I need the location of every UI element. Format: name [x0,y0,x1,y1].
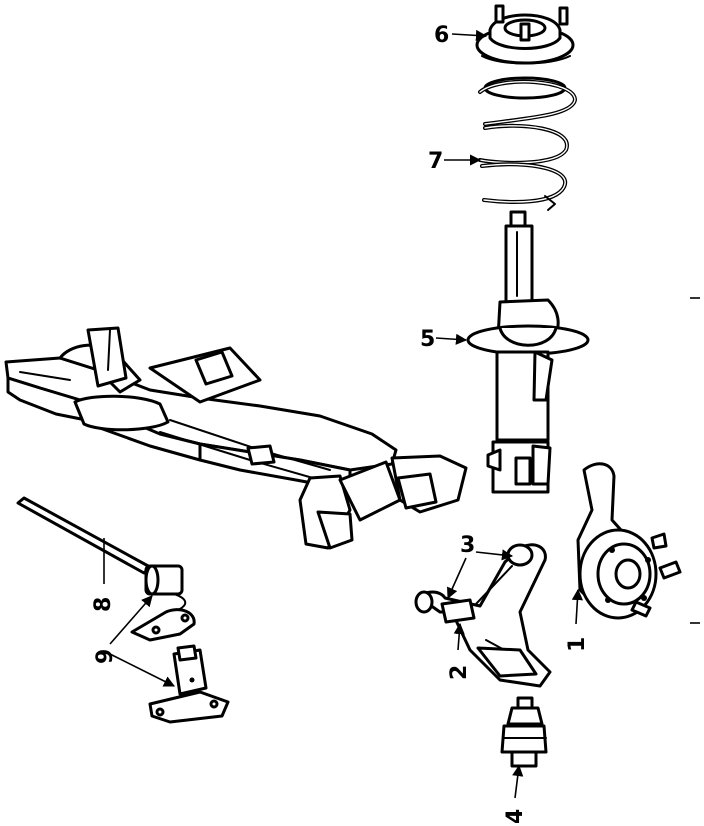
callout-8: 8 [91,597,116,612]
edge-marks [690,297,700,624]
lower-control-arm [414,543,552,688]
steering-knuckle [576,462,682,620]
stabilizer-bracket [130,608,230,724]
callout-7: 7 [428,149,443,174]
callout-4: 4 [503,809,528,824]
callout-2: 2 [447,665,472,680]
ball-joint [500,696,548,768]
callout-5: 5 [420,327,435,352]
callout-leaders [103,29,583,799]
crossmember [4,326,468,550]
stabilizer-bar [16,496,187,611]
strut-assembly [466,210,590,494]
callout-1: 1 [565,637,590,652]
callout-6: 6 [434,23,449,48]
callout-3: 3 [460,533,475,558]
callout-9: 9 [93,649,118,664]
coil-spring [478,79,578,211]
strut-mount [475,4,575,100]
